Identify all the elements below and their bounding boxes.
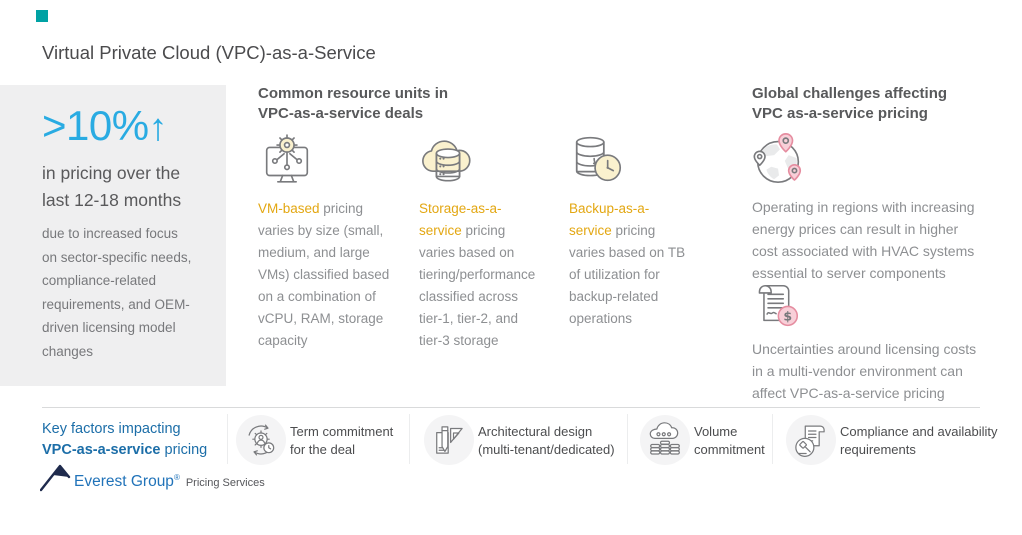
horizontal-divider: [42, 407, 980, 408]
key-factors-bold: VPC-as-a-service: [42, 442, 161, 458]
vertical-divider: [227, 414, 228, 464]
resource-item-storage: Storage-as-a-service pricing varies base…: [419, 132, 541, 352]
brand-accent-square: [36, 10, 48, 22]
resource-item-vm: VM-based pricing varies by size (small, …: [258, 132, 391, 352]
stat-value: >10%↑: [42, 102, 168, 150]
factor-label: Volume commitment: [694, 424, 765, 457]
architecture-blueprint-icon: [436, 426, 463, 454]
factor-label: Architectural design (multi-tenant/dedic…: [478, 424, 615, 457]
factor-icon-circle: [424, 415, 474, 465]
factor-label: Term commitment for the deal: [290, 424, 394, 457]
vertical-divider: [772, 414, 773, 464]
compliance-gavel-document-icon: [795, 425, 825, 457]
key-factors-line2: VPC-as-a-service pricing: [42, 440, 207, 461]
key-factors-line1: Key factors impacting: [42, 421, 181, 437]
factor-label: Compliance and availability requirements: [840, 424, 998, 457]
resource-text: Backup-as-a-service pricing varies based…: [569, 198, 687, 330]
key-factors-suffix: pricing: [160, 442, 208, 458]
svg-text:$: $: [783, 308, 792, 323]
challenge-text: Operating in regions with increasing ene…: [752, 199, 975, 281]
up-arrow-icon: ↑: [148, 107, 168, 149]
globe-location-pins-icon: [753, 133, 802, 184]
registered-mark: ®: [173, 473, 180, 482]
resource-body: pricing varies based on tiering/performa…: [419, 223, 536, 348]
resource-highlight: Storage-as-a-service: [419, 201, 502, 238]
stat-subtitle: in pricing over the last 12-18 months: [42, 163, 182, 210]
resource-body: pricing varies by size (small, medium, a…: [258, 201, 390, 348]
resource-highlight: Backup-as-a-service: [569, 201, 650, 238]
resource-highlight: VM-based: [258, 201, 320, 216]
resource-item-backup: Backup-as-a-service pricing varies based…: [569, 132, 687, 330]
vertical-divider: [409, 414, 410, 464]
volume-cloud-coins-icon: [649, 422, 680, 455]
everest-group-logo: Everest Group® Pricing Services: [74, 473, 265, 491]
page-title: Virtual Private Cloud (VPC)-as-a-Service: [42, 42, 376, 63]
stat-panel: [0, 85, 226, 386]
factor-icon-circle: [640, 415, 690, 465]
vm-monitor-gear-icon: [265, 134, 309, 183]
vertical-divider: [627, 414, 628, 464]
resources-heading: Common resource units in VPC-as-a-servic…: [258, 85, 449, 122]
license-scroll-dollar-icon: $: [758, 284, 799, 327]
backup-database-clock-icon: [575, 136, 622, 182]
storage-cloud-database-icon: [422, 140, 471, 182]
resource-body: pricing varies based on TB of utilizatio…: [569, 223, 686, 326]
everest-group-logo-mountain: [40, 464, 71, 492]
brand-name: Everest Group: [74, 473, 174, 491]
factor-icon-circle: [236, 415, 286, 465]
brand-services-label: Pricing Services: [185, 477, 265, 490]
challenge-text: Uncertainties around licensing costs in …: [752, 341, 977, 401]
stat-number: >10%: [42, 102, 149, 149]
factor-icon-circle: [786, 415, 836, 465]
stat-description: due to increased focus on sector-specifi…: [42, 226, 192, 359]
term-commitment-gear-clock-icon: [248, 424, 275, 456]
resource-text: VM-based pricing varies by size (small, …: [258, 198, 391, 352]
resource-text: Storage-as-a-service pricing varies base…: [419, 198, 541, 352]
key-factors-heading: Key factors impacting VPC-as-a-service p…: [42, 419, 207, 461]
challenges-heading: Global challenges affecting VPC as-a-ser…: [752, 85, 948, 122]
